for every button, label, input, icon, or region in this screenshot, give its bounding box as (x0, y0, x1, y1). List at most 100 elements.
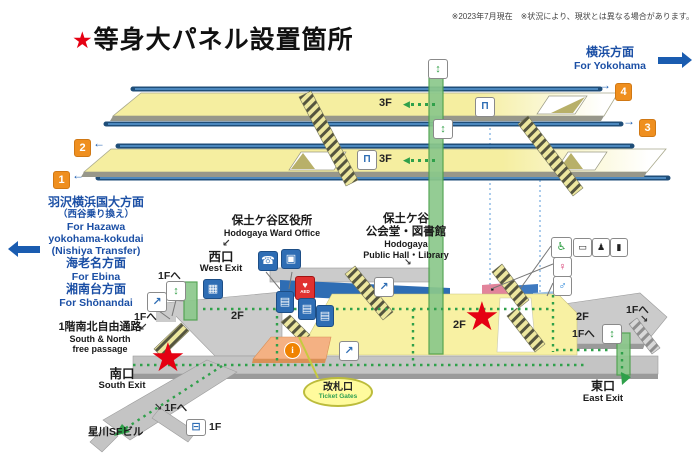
baby-chair-icon: ♟ (592, 238, 610, 257)
locker-glyph: ▦ (207, 282, 219, 295)
label-ward-office: 保土ケ谷区役所 Hodogaya Ward Office (224, 215, 320, 239)
label-hoshikawa-building: 星川SFビル (88, 426, 144, 438)
east-exit-ja: 東口 (590, 379, 616, 393)
tvm-glyph: ▤ (279, 295, 291, 308)
bus-glyph: ⊟ (191, 421, 201, 433)
direction-yokohama-en: For Yokohama (574, 59, 646, 72)
ward-ja: 保土ケ谷区役所 (231, 215, 313, 227)
floor-label-2f-center: 2F (453, 319, 466, 331)
ostomate-icon: ▮ (610, 238, 628, 257)
passage-ja: 1階南北自由通路 (58, 321, 142, 333)
gates-en: Ticket Gates (318, 392, 358, 400)
stairs-ramp (298, 90, 359, 187)
dir-line: For Hazawa (66, 220, 126, 233)
bench-icon: Π (475, 97, 495, 117)
baby-chair-glyph: ♟ (596, 242, 606, 252)
platform-lower-edge (81, 172, 647, 177)
female-glyph: ♀ (558, 260, 567, 273)
label-west-exit: 西口 West Exit (200, 250, 243, 275)
escalator-glyph: ↗ (152, 295, 162, 308)
elevator-glyph: ↕ (440, 122, 446, 135)
floor-label-3f-upper: 3F (379, 97, 392, 109)
route-dotted-paths (125, 295, 624, 430)
callout-dot (491, 288, 494, 291)
floor-label-3f-lower: 3F (379, 153, 392, 165)
platform-route-arrow: ◀ (403, 156, 435, 165)
stairwell-upper (536, 95, 588, 115)
page-title-text: 等身大パネル設置箇所 (93, 26, 354, 54)
hall-en2: Public Hall・Library (363, 249, 449, 260)
panel-location-star-concourse: ★ (464, 295, 500, 339)
coin-locker-icon: ▦ (203, 279, 223, 299)
east-exit-en: East Exit (582, 392, 624, 404)
route-arrowhead-east (621, 372, 631, 385)
west-exit-ja: 西口 (208, 250, 234, 264)
floor-label-2f-west: 2F (231, 310, 244, 322)
stairs-ramp-east (628, 317, 661, 355)
triangle-left-icon: ◀ (403, 155, 410, 165)
tvm-glyph: ▤ (319, 309, 331, 322)
ticket-gates-badge: 改札口 Ticket Gates (303, 377, 373, 407)
panel-location-star-south: ★ (150, 336, 186, 380)
label-free-passage: 1階南北自由通路 South & North free passage (58, 321, 141, 354)
to-1f-arrow-icon: ↙ (139, 322, 148, 333)
bench-glyph: Π (481, 101, 489, 112)
label-south-exit: 南口 South Exit (99, 367, 146, 392)
platform-number-1: 1 (53, 171, 70, 189)
tvm-glyph: ▤ (301, 302, 313, 315)
callout-lines (158, 245, 554, 320)
dir-line: 羽沢横浜国大方面 (47, 195, 145, 209)
wheelchair-glyph: ♿ (556, 241, 567, 253)
triangle-left-icon: ◀ (403, 99, 410, 109)
to-1f-arrow-icon: ↘ (640, 314, 649, 325)
elevator-glyph: ↕ (173, 284, 179, 297)
elevator-glyph: ↕ (609, 327, 615, 340)
to-1f-label-east-upper: 1Fへ (626, 304, 649, 316)
baby-changing-icon: ▭ (573, 238, 592, 257)
elevator-icon: ↕ (433, 119, 453, 139)
platform-number-4: 4 (615, 83, 632, 101)
west-exit-en: West Exit (199, 263, 243, 275)
track-arrow-left-icon: ← (72, 168, 84, 182)
south-exit-en: South Exit (98, 380, 146, 392)
hall-ja2: 公会堂・図書館 (365, 226, 447, 239)
label-east-exit: 東口 East Exit (582, 379, 624, 405)
page-title: ★等身大パネル設置箇所 (72, 26, 354, 55)
track-arrow-right-icon: → (599, 78, 611, 92)
stairs-ramp (517, 115, 584, 197)
phone-glyph: ☎ (261, 254, 275, 267)
track-arrow-right-icon: → (623, 114, 635, 128)
elevator-shaft-west (183, 281, 198, 321)
wheelchair-accessible-icon: ♿ (551, 237, 572, 258)
elevator-glyph: ↕ (435, 62, 441, 75)
arrow-right-yokohama-icon (658, 52, 692, 68)
public-hall-arrow-icon: ↘ (404, 257, 412, 267)
dir-line: For Shōnandai (59, 296, 133, 309)
gates-ja: 改札口 (323, 382, 353, 394)
ticket-gates-callout-line (298, 336, 319, 379)
dir-line: （西谷乗り換え） (57, 208, 135, 220)
stairs-ramp (506, 307, 546, 353)
ticket-machine-icon: ▤ (298, 298, 316, 320)
stairs-ramp-south (153, 322, 190, 358)
south-corridor (102, 359, 238, 441)
dir-line: For Ebina (71, 270, 121, 283)
baby-bed-glyph: ▭ (578, 242, 587, 252)
update-note: ※2023年7月現在 ※状況により、現状とは異なる場合があります。 (451, 12, 694, 21)
south-corridor-branch-west (89, 425, 119, 453)
arrow-left-hazawa-icon (8, 241, 40, 257)
platform-route-arrow: ◀ (403, 100, 435, 109)
to-1f-label-east-mid: 1Fへ (572, 328, 595, 340)
male-glyph: ♂ (558, 279, 567, 292)
male-toilet-icon: ♂ (553, 276, 572, 296)
elevator-icon: ↕ (166, 281, 186, 301)
hall-ja1: 保土ケ谷 (383, 213, 429, 225)
dir-line: 湘南台方面 (65, 281, 127, 296)
elevator-icon: ↕ (602, 324, 622, 344)
platform-number-3: 3 (639, 119, 656, 137)
ticket-machine-icon: ▤ (316, 305, 334, 327)
label-public-hall: 保土ケ谷 公会堂・図書館 Hodogaya Public Hall・Librar… (363, 213, 449, 260)
walkway-band-edge (133, 374, 658, 379)
platform-upper-edge (110, 116, 604, 121)
